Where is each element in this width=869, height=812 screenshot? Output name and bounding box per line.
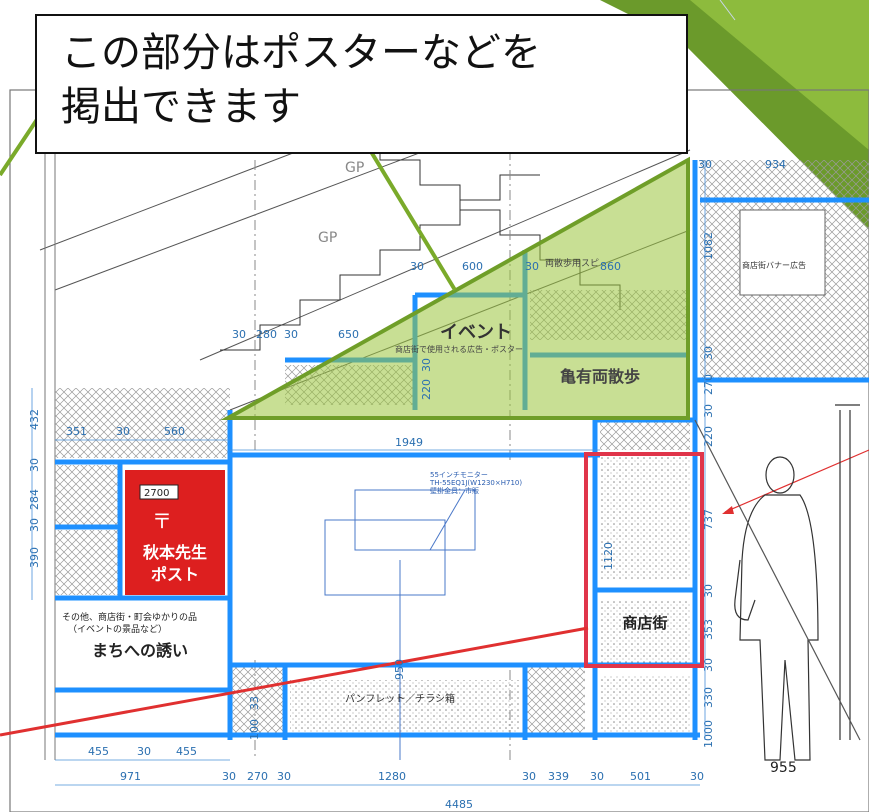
shotengai-highlight-box [584, 452, 704, 668]
monitor-area [236, 460, 591, 660]
svg-text:1280: 1280 [378, 770, 406, 783]
svg-text:30: 30 [590, 770, 604, 783]
dimension-lines [31, 160, 706, 786]
misc-label-line-1: その他、商店街・町会ゆかりの品 [62, 611, 197, 623]
callout-line-1: この部分はポスターなどを [61, 30, 541, 76]
svg-text:455: 455 [176, 745, 197, 758]
svg-text:30: 30 [702, 584, 715, 598]
svg-text:30: 30 [28, 518, 41, 532]
svg-text:33: 33 [248, 696, 261, 710]
callout-pointer-line-1 [368, 148, 457, 292]
svg-text:270: 270 [247, 770, 268, 783]
pamphlet-label: パンフレット／チラシ箱 [345, 692, 455, 705]
svg-text:30: 30 [116, 425, 130, 438]
red-pointer-line [0, 626, 589, 737]
person-figure [694, 404, 861, 761]
svg-text:1000: 1000 [702, 720, 715, 748]
svg-text:4485: 4485 [445, 798, 473, 811]
gp-label-2: GP [318, 230, 337, 246]
svg-text:30: 30 [525, 260, 539, 273]
svg-text:30: 30 [284, 328, 298, 341]
svg-text:455: 455 [88, 745, 109, 758]
svg-text:934: 934 [765, 158, 786, 171]
shotengai-label: 商店街 [622, 614, 667, 632]
postal-mark: 〒 [152, 509, 172, 533]
svg-text:432: 432 [28, 409, 41, 430]
svg-text:30: 30 [137, 745, 151, 758]
poster-callout-box: この部分はポスターなどを 掲出できます [35, 14, 688, 154]
svg-text:30: 30 [420, 358, 433, 372]
svg-text:950: 950 [393, 659, 406, 680]
misc-label-line-2: （イベントの景品など） [68, 624, 167, 635]
svg-text:339: 339 [548, 770, 569, 783]
svg-text:390: 390 [28, 547, 41, 568]
svg-text:30: 30 [222, 770, 236, 783]
dimension-labels: 30 600 30 860 30 934 30 280 30 650 1082 … [28, 158, 797, 811]
gp-label-1: GP [345, 160, 364, 176]
svg-text:560: 560 [164, 425, 185, 438]
svg-text:971: 971 [120, 770, 141, 783]
event-sub-label: 商店街で使用される広告・ポスター [395, 344, 523, 354]
kameari-label: 亀有両散歩 [560, 367, 640, 386]
sanpo-label: 両散歩用スピ [545, 257, 599, 269]
slide-decoration-light [690, 0, 869, 150]
svg-text:30: 30 [522, 770, 536, 783]
svg-text:351: 351 [66, 425, 87, 438]
machi-label: まちへの誘い [92, 641, 188, 660]
svg-text:280: 280 [256, 328, 277, 341]
svg-text:600: 600 [462, 260, 483, 273]
svg-text:860: 860 [600, 260, 621, 273]
svg-text:220: 220 [420, 379, 433, 400]
red-arrow-head [722, 506, 734, 514]
svg-text:1082: 1082 [702, 232, 715, 260]
event-label: イベント [440, 322, 512, 343]
svg-text:353: 353 [702, 619, 715, 640]
svg-text:650: 650 [338, 328, 359, 341]
svg-text:955: 955 [770, 760, 797, 776]
svg-text:501: 501 [630, 770, 651, 783]
svg-text:30: 30 [410, 260, 424, 273]
svg-text:330: 330 [702, 687, 715, 708]
post-width-dim: 2700 [144, 488, 169, 499]
svg-text:30: 30 [277, 770, 291, 783]
monitor-spec-line-1: 55インチモニター [430, 470, 488, 479]
svg-text:100: 100 [248, 719, 261, 740]
svg-text:30: 30 [702, 346, 715, 360]
akimoto-label-line-2: ポスト [151, 565, 199, 584]
banner-ad-label: 商店街バナー広告 [742, 260, 806, 270]
svg-text:284: 284 [28, 489, 41, 510]
svg-text:1949: 1949 [395, 436, 423, 449]
banner-ad-box [739, 209, 826, 296]
monitor-outline [324, 489, 476, 760]
svg-text:30: 30 [690, 770, 704, 783]
svg-text:30: 30 [232, 328, 246, 341]
svg-text:220: 220 [702, 426, 715, 447]
svg-text:30: 30 [702, 658, 715, 672]
monitor-spec-line-3: 壁掛金具：市販 [430, 486, 479, 495]
svg-text:1120: 1120 [602, 542, 615, 570]
poster-area-highlight [220, 156, 690, 420]
svg-text:30: 30 [28, 458, 41, 472]
svg-text:270: 270 [702, 374, 715, 395]
monitor-spec-line-2: TH-55EQ1J(W1230×H710) [429, 479, 522, 487]
svg-text:737: 737 [702, 509, 715, 530]
svg-text:30: 30 [702, 404, 715, 418]
callout-line-2: 掲出できます [61, 84, 301, 130]
red-arrow-line [724, 449, 869, 513]
akimoto-label-line-1: 秋本先生 [143, 543, 207, 562]
